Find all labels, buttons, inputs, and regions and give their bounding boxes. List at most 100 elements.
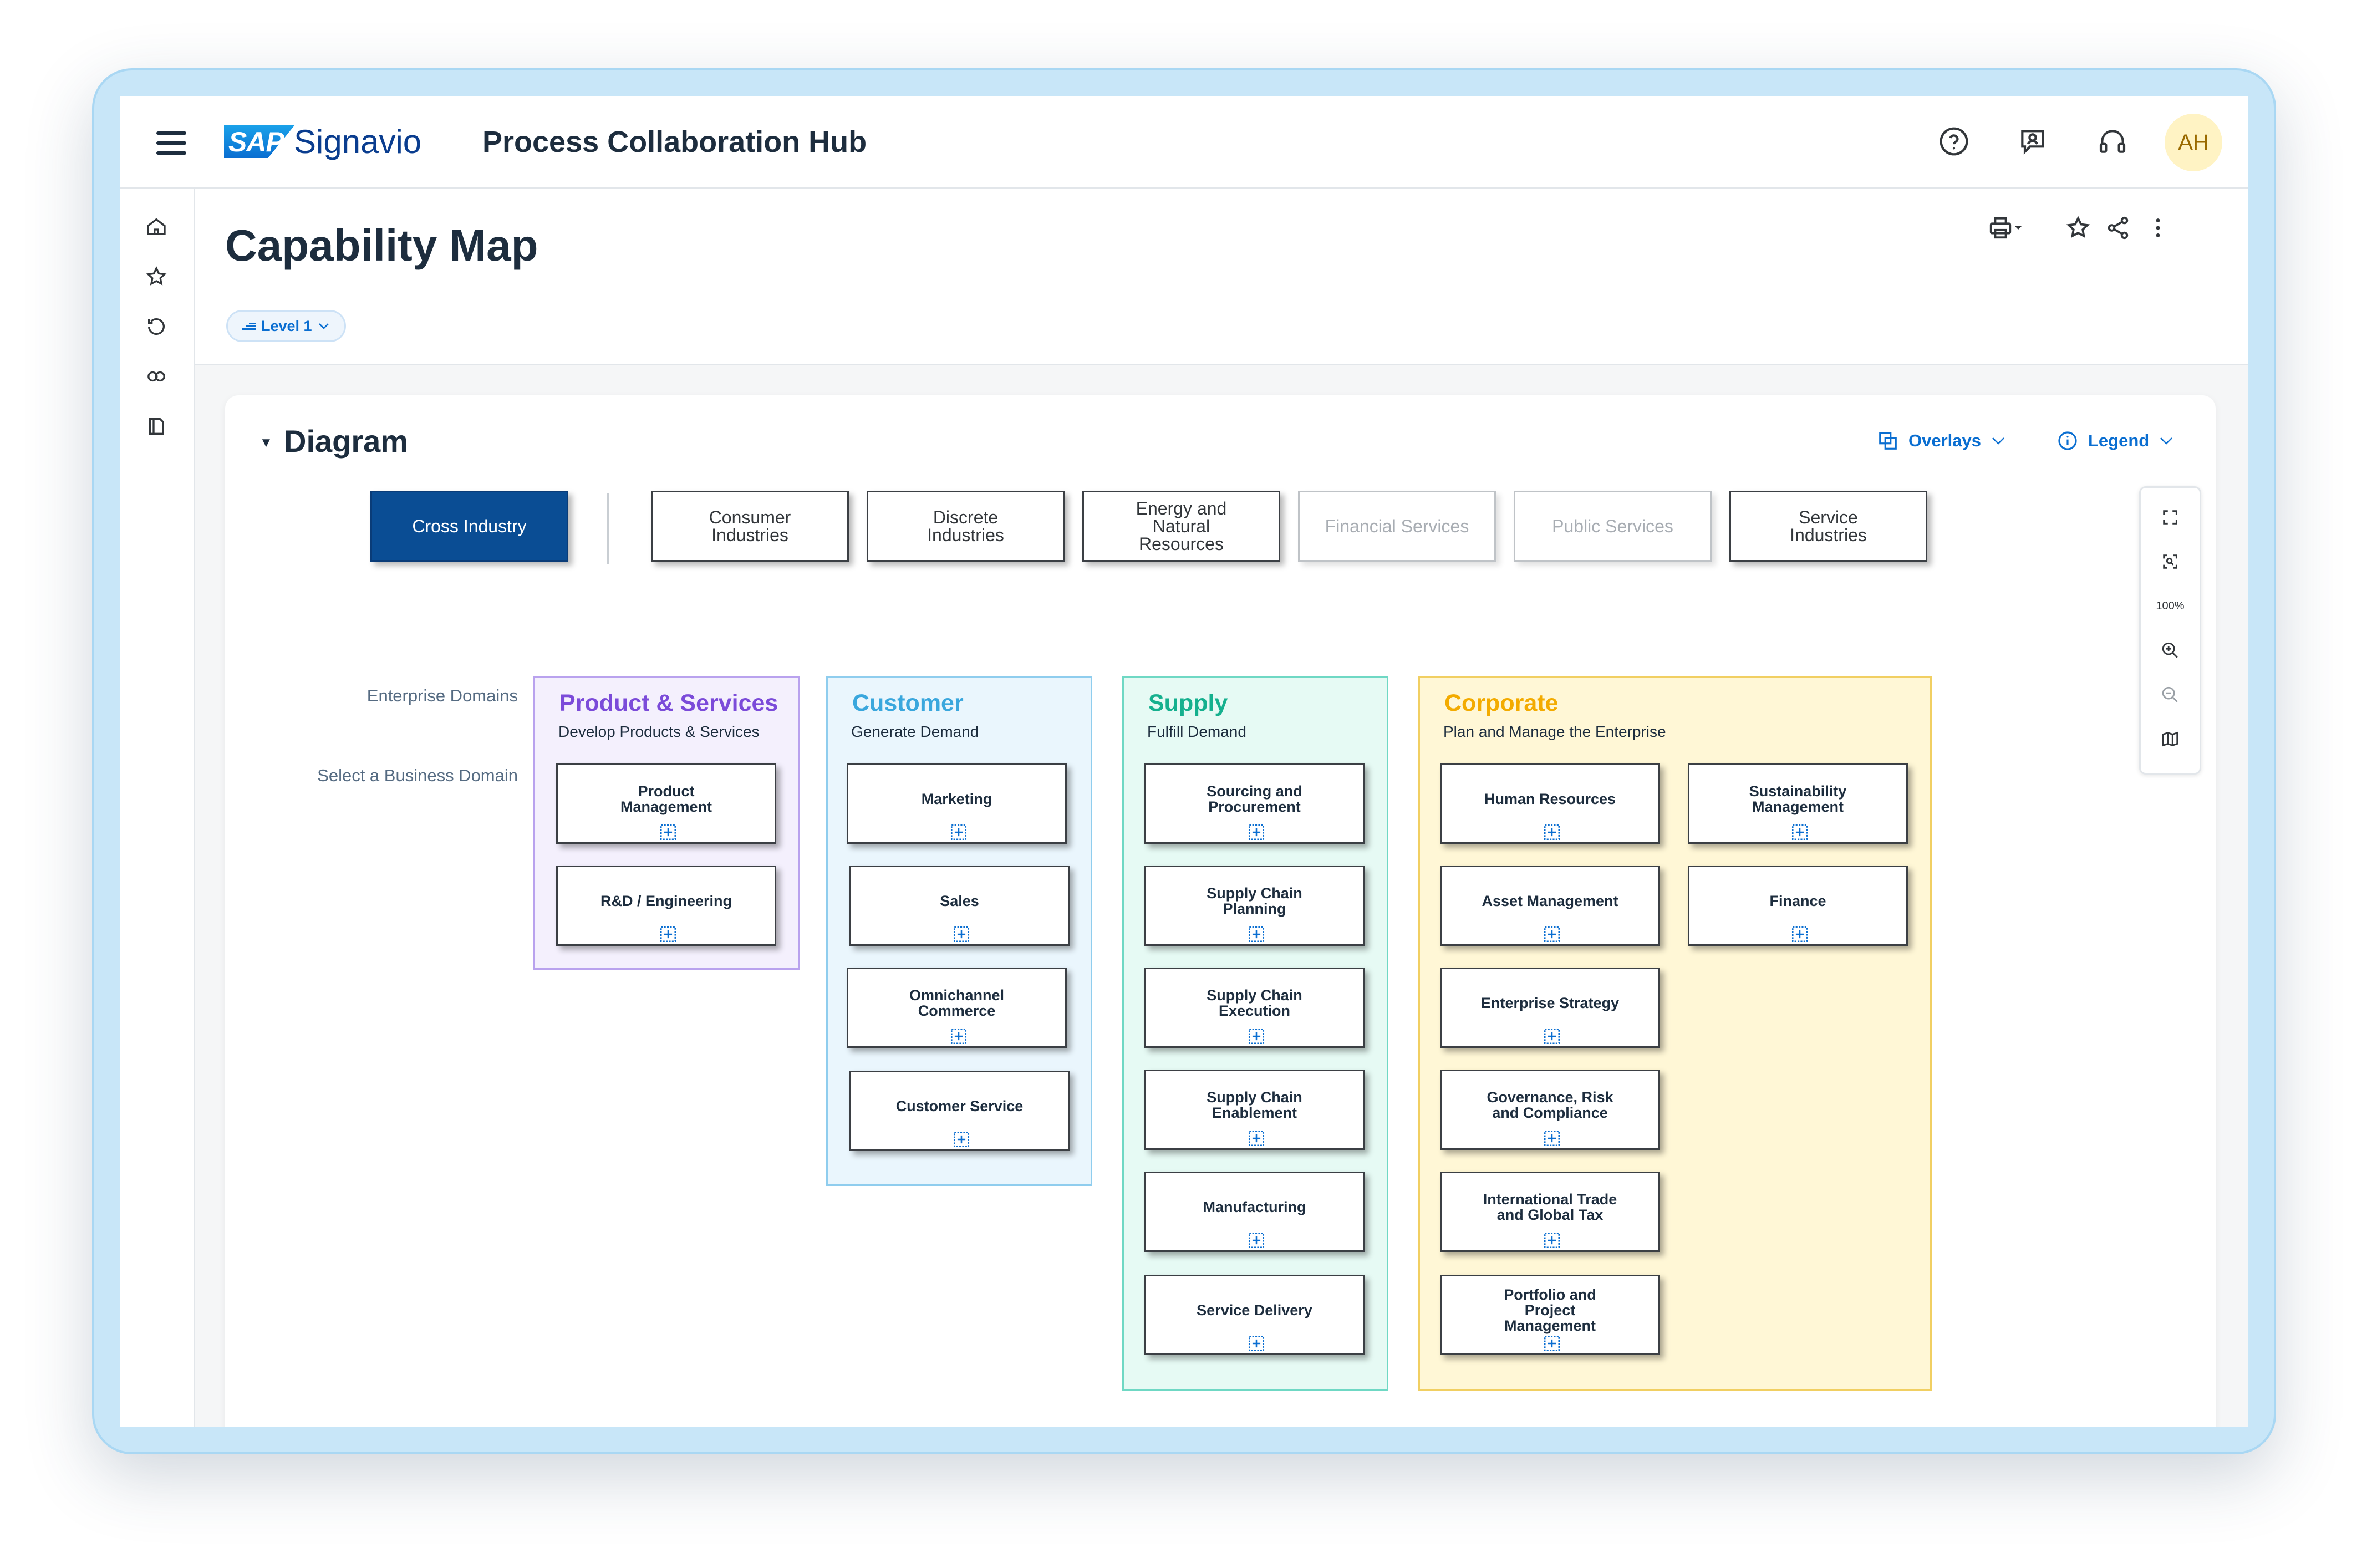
- favorite-star-icon[interactable]: [2061, 211, 2095, 245]
- print-icon[interactable]: [1981, 211, 2030, 245]
- capability-sustainability-management[interactable]: Sustainability Management: [1688, 763, 1908, 844]
- capability-label: Portfolio and Project Management: [1504, 1286, 1596, 1334]
- capability-enterprise-strategy[interactable]: Enterprise Strategy: [1440, 968, 1660, 1048]
- capability-international-trade-global-tax[interactable]: International Trade and Global Tax: [1440, 1172, 1660, 1252]
- capability-marketing[interactable]: Marketing: [847, 763, 1067, 844]
- capability-supply-chain-planning[interactable]: Supply Chain Planning: [1144, 866, 1365, 946]
- capability-label: R&D / Engineering: [600, 893, 732, 909]
- level-label: Level 1: [261, 317, 312, 334]
- capability-drilldown-icon: [1791, 926, 1808, 943]
- capability-drilldown-icon: [660, 926, 676, 943]
- level-selector-button[interactable]: Level 1: [226, 310, 346, 342]
- capability-drilldown-icon: [1544, 1130, 1560, 1147]
- diagram-panel: ▼ Diagram Overlays Legend 100%: [225, 395, 2216, 1427]
- zoom-in-icon[interactable]: [2141, 631, 2200, 670]
- feedback-icon[interactable]: [2015, 124, 2050, 159]
- capability-drilldown-icon: [1248, 1232, 1265, 1249]
- zoom-out-icon[interactable]: [2141, 675, 2200, 714]
- user-avatar[interactable]: AH: [2165, 114, 2222, 171]
- industry-tab-energy[interactable]: Energy and Natural Resources: [1082, 491, 1280, 562]
- capability-label: Marketing: [921, 791, 992, 807]
- shell-bar: SAP Signavio Process Collaboration Hub A…: [120, 96, 2248, 189]
- domain-title: Product & Services: [559, 690, 778, 716]
- chevron-down-icon: [318, 323, 329, 329]
- capability-omnichannel-commerce[interactable]: Omnichannel Commerce: [847, 968, 1067, 1048]
- capability-sourcing-procurement[interactable]: Sourcing and Procurement: [1144, 763, 1365, 844]
- capability-supply-chain-execution[interactable]: Supply Chain Execution: [1144, 968, 1365, 1048]
- collapse-caret-icon[interactable]: ▼: [259, 435, 273, 450]
- overlays-button[interactable]: Overlays: [1877, 426, 2005, 455]
- industry-tab-consumer[interactable]: Consumer Industries: [651, 491, 849, 562]
- side-navigation: [120, 189, 195, 1427]
- capability-asset-management[interactable]: Asset Management: [1440, 866, 1660, 946]
- capability-supply-chain-enablement[interactable]: Supply Chain Enablement: [1144, 1070, 1365, 1150]
- legend-button[interactable]: Legend: [2057, 426, 2173, 455]
- domain-subtitle: Plan and Manage the Enterprise: [1443, 723, 1666, 740]
- capability-portfolio-project-management[interactable]: Portfolio and Project Management: [1440, 1275, 1660, 1355]
- capability-label: Manufacturing: [1203, 1199, 1306, 1215]
- capability-service-delivery[interactable]: Service Delivery: [1144, 1275, 1365, 1355]
- capability-drilldown-icon: [660, 824, 676, 841]
- capability-label: Sales: [940, 893, 979, 909]
- capability-governance-risk-compliance[interactable]: Governance, Risk and Compliance: [1440, 1070, 1660, 1150]
- capability-drilldown-icon: [1791, 824, 1808, 841]
- capability-label: Product Management: [620, 783, 712, 815]
- menu-hamburger-icon[interactable]: [156, 131, 186, 155]
- capability-drilldown-icon: [950, 824, 967, 841]
- overlays-icon: [1879, 432, 1897, 450]
- capability-human-resources[interactable]: Human Resources: [1440, 763, 1660, 844]
- fullscreen-icon[interactable]: [2141, 498, 2200, 537]
- hub-title: Process Collaboration Hub: [482, 125, 867, 159]
- capability-drilldown-icon: [1544, 1028, 1560, 1045]
- domain-title: Supply: [1148, 690, 1228, 716]
- capability-drilldown-icon: [1544, 926, 1560, 943]
- domain-title: Corporate: [1444, 690, 1559, 716]
- capability-label: Enterprise Strategy: [1480, 995, 1620, 1011]
- minimap-icon[interactable]: [2141, 720, 2200, 758]
- domain-subtitle: Fulfill Demand: [1147, 723, 1246, 740]
- capability-label: International Trade and Global Tax: [1483, 1191, 1617, 1223]
- level-bars-icon: [242, 323, 256, 330]
- capability-manufacturing[interactable]: Manufacturing: [1144, 1172, 1365, 1252]
- overview-icon[interactable]: [141, 361, 172, 392]
- enterprise-domains-label: Enterprise Domains: [366, 686, 518, 705]
- chevron-down-icon: [2160, 437, 2173, 445]
- industry-tab-cross-industry[interactable]: Cross Industry: [370, 491, 568, 562]
- domain-subtitle: Develop Products & Services: [558, 723, 760, 740]
- capability-finance[interactable]: Finance: [1688, 866, 1908, 946]
- capability-label: Sourcing and Procurement: [1207, 783, 1302, 815]
- capability-drilldown-icon: [1544, 824, 1560, 841]
- home-icon[interactable]: [141, 211, 172, 242]
- diagram-title: Diagram: [284, 424, 409, 459]
- capability-drilldown-icon: [1248, 1130, 1265, 1147]
- industry-tab-financial[interactable]: Financial Services: [1298, 491, 1496, 562]
- capability-label: Sustainability Management: [1749, 783, 1847, 815]
- history-icon[interactable]: [141, 311, 172, 342]
- capability-product-management[interactable]: Product Management: [556, 763, 776, 844]
- capability-label: Finance: [1769, 893, 1826, 909]
- support-headset-icon[interactable]: [2095, 124, 2130, 159]
- share-icon[interactable]: [2101, 211, 2135, 245]
- more-icon[interactable]: [2141, 211, 2175, 245]
- capability-drilldown-icon: [1544, 1335, 1560, 1352]
- capability-drilldown-icon: [1248, 1335, 1265, 1352]
- industry-tab-service[interactable]: Service Industries: [1729, 491, 1927, 562]
- capability-label: Supply Chain Execution: [1207, 987, 1302, 1019]
- capability-drilldown-icon: [1248, 926, 1265, 943]
- capability-rd-engineering[interactable]: R&D / Engineering: [556, 866, 776, 946]
- select-business-domain-label: Select a Business Domain: [317, 766, 518, 785]
- capability-drilldown-icon: [1248, 824, 1265, 841]
- help-icon[interactable]: [1936, 124, 1972, 159]
- catalog-icon[interactable]: [141, 411, 172, 442]
- industry-tab-discrete[interactable]: Discrete Industries: [867, 491, 1065, 562]
- capability-label: Supply Chain Enablement: [1207, 1089, 1302, 1121]
- fit-to-screen-icon[interactable]: [2141, 542, 2200, 581]
- favorites-star-icon[interactable]: [141, 261, 172, 292]
- chevron-down-icon: [1992, 437, 2004, 445]
- capability-customer-service[interactable]: Customer Service: [849, 1071, 1070, 1151]
- page-header: Capability Map Level 1: [195, 189, 2248, 365]
- capability-label: Customer Service: [895, 1098, 1024, 1114]
- capability-sales[interactable]: Sales: [849, 866, 1070, 946]
- capability-drilldown-icon: [953, 1131, 970, 1148]
- industry-tab-public[interactable]: Public Services: [1514, 491, 1712, 562]
